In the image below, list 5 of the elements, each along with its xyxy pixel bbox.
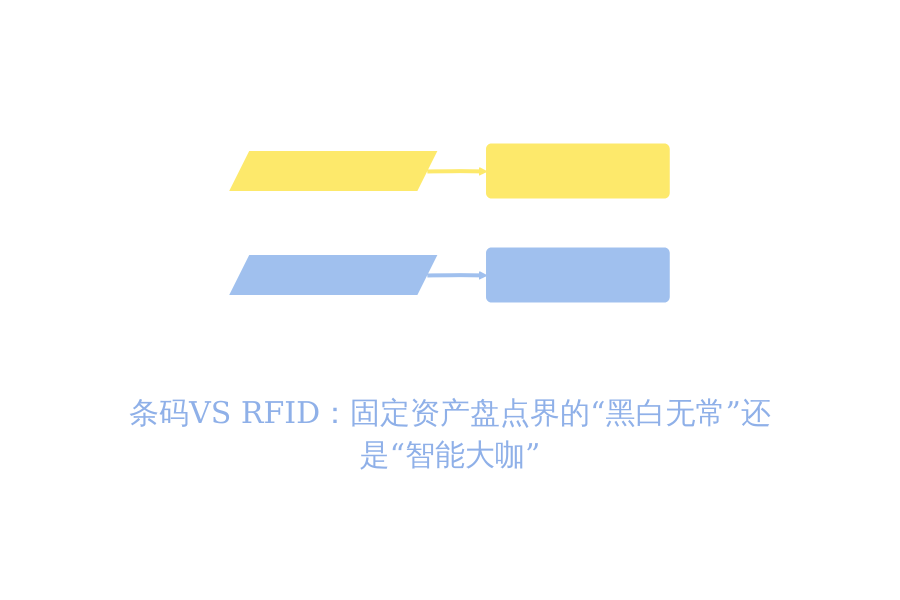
arrow — [428, 166, 488, 176]
arrow — [428, 270, 488, 280]
title: 条码VS RFID：固定资产盘点界的“黑白无常”还是“智能大咖” — [128, 395, 772, 475]
node-parallelogram — [230, 151, 438, 191]
node-parallelogram — [230, 255, 438, 295]
